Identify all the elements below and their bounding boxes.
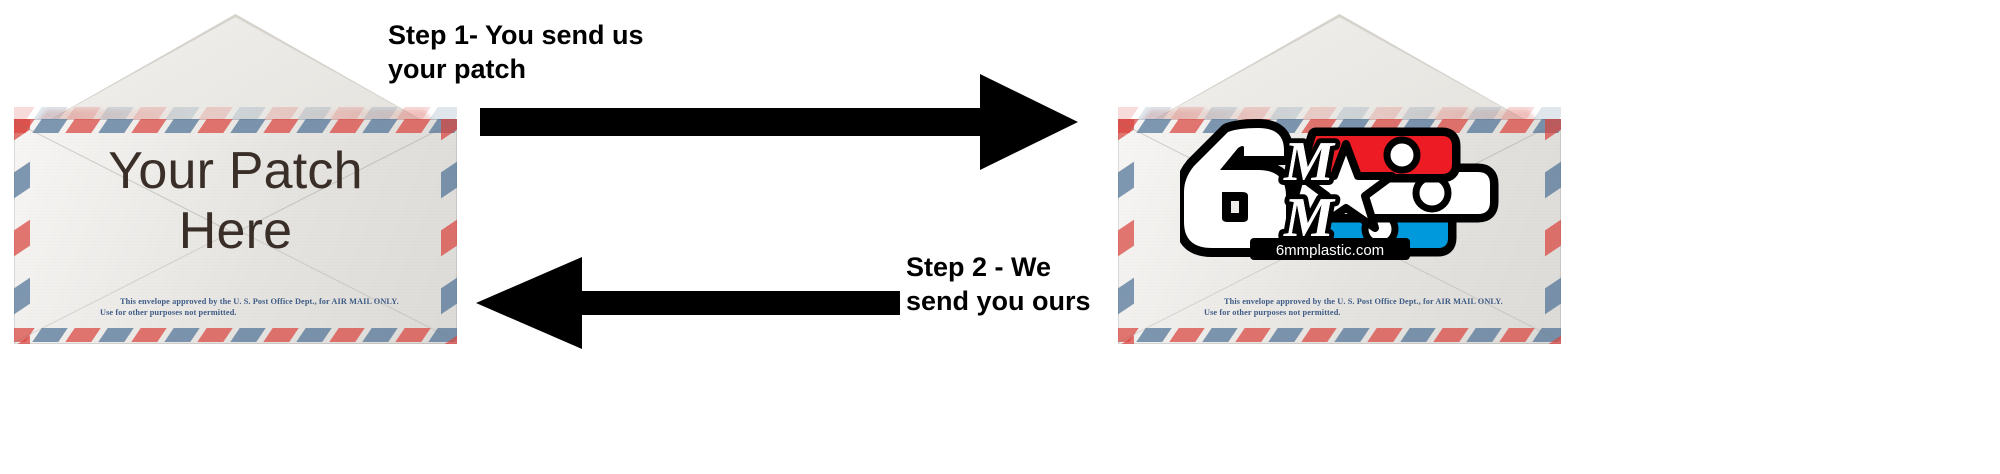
airmail-dash <box>1545 219 1561 257</box>
step-2-line2: send you ours <box>906 286 1091 316</box>
airmail-dash <box>230 119 266 133</box>
airmail-dash <box>98 119 134 133</box>
step-1-line2: your patch <box>388 54 527 84</box>
airmail-dash <box>1334 328 1370 342</box>
airmail-dash <box>32 119 68 133</box>
airmail-dash <box>65 119 101 133</box>
logo-star <box>1296 140 1396 232</box>
airmail-dash <box>1545 277 1561 315</box>
airmail-dash <box>263 119 299 133</box>
airmail-dash <box>329 328 365 342</box>
airmail-dash <box>131 119 167 133</box>
airmail-dash <box>164 328 200 342</box>
outgoing-envelope: Your Patch Here This envelope approved b… <box>13 14 458 344</box>
airmail-dash <box>1118 161 1134 199</box>
airmail-border-bottom <box>14 328 457 344</box>
airmail-dash <box>441 277 457 315</box>
logo-letters-mm: M M M M <box>1278 126 1341 254</box>
airmail-dash <box>1545 161 1561 199</box>
arrow-left-step2 <box>470 253 900 353</box>
fineprint-line-2: Use for other purposes not permitted. <box>100 308 237 317</box>
airmail-dash <box>1301 328 1337 342</box>
airmail-dash <box>263 328 299 342</box>
envelope-heading-line2: Here <box>178 202 293 260</box>
logo-numeral-6 <box>1180 119 1295 257</box>
airmail-dash <box>329 119 365 133</box>
airmail-dash <box>1169 328 1205 342</box>
arrow-right-step1 <box>480 72 1080 172</box>
logo-url: 6mmplastic.com <box>1250 238 1410 260</box>
envelope-heading: Your Patch Here <box>14 141 457 261</box>
airmail-dash <box>14 277 30 315</box>
step-1-label: Step 1- You send us your patch <box>388 18 818 86</box>
airmail-dash <box>1466 328 1502 342</box>
envelope-heading-line1: Your Patch <box>108 142 363 200</box>
airmail-border-top <box>14 119 457 133</box>
envelope-fineprint: This envelope approved by the U. S. Post… <box>100 296 400 318</box>
airmail-dash <box>65 328 101 342</box>
airmail-dash <box>197 119 233 133</box>
svg-text:6mmplastic.com: 6mmplastic.com <box>1276 242 1384 259</box>
svg-text:M: M <box>1283 131 1336 193</box>
fineprint-line-1: This envelope approved by the U. S. Post… <box>1224 297 1503 306</box>
airmail-dash <box>296 328 332 342</box>
airmail-dash <box>296 119 332 133</box>
airmail-dash <box>131 328 167 342</box>
airmail-dash <box>1400 328 1436 342</box>
step-2-label: Step 2 - We send you ours <box>906 250 1166 318</box>
step-1-line1: Step 1- You send us <box>388 20 644 50</box>
airmail-dash <box>197 328 233 342</box>
airmail-dash <box>1268 328 1304 342</box>
airmail-border-bottom <box>1118 328 1561 344</box>
6mm-plastic-logo: M M M M 6mmplastic.com <box>1180 118 1520 263</box>
airmail-dash <box>230 328 266 342</box>
airmail-dash <box>395 328 431 342</box>
airmail-border-right <box>1545 119 1561 344</box>
airmail-dash <box>395 119 431 133</box>
airmail-dash <box>1235 328 1271 342</box>
airmail-dash <box>362 119 398 133</box>
airmail-dash <box>1433 328 1469 342</box>
airmail-dash <box>98 328 134 342</box>
airmail-dash <box>1202 328 1238 342</box>
svg-text:M: M <box>1283 131 1336 193</box>
step-2-line1: Step 2 - We <box>906 252 1052 282</box>
envelope-fineprint: This envelope approved by the U. S. Post… <box>1204 296 1504 318</box>
airmail-dash <box>362 328 398 342</box>
airmail-dash <box>1136 119 1172 133</box>
airmail-dash <box>164 119 200 133</box>
fineprint-line-1: This envelope approved by the U. S. Post… <box>120 297 399 306</box>
airmail-dash <box>1499 328 1535 342</box>
airmail-dash <box>1367 328 1403 342</box>
logo-stripe-red <box>1295 127 1461 183</box>
fineprint-line-2: Use for other purposes not permitted. <box>1204 308 1341 317</box>
envelope-body: Your Patch Here This envelope approved b… <box>13 107 458 344</box>
